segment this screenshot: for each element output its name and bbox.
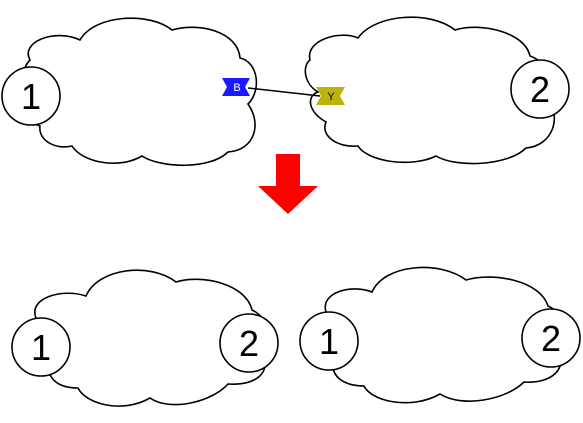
node-circle <box>510 59 570 119</box>
down-arrow-icon <box>258 154 318 214</box>
node-circle <box>521 308 581 368</box>
top-left-cloud-group: 1 <box>1 17 258 167</box>
node-label: 2 <box>541 318 561 359</box>
node-circle <box>219 313 279 373</box>
node-circle <box>1 66 61 126</box>
top-left-cloud <box>21 17 258 167</box>
node-circle <box>299 311 359 371</box>
tag-b-label: B <box>233 82 240 94</box>
node-label: 1 <box>319 321 339 362</box>
tag-y-shape <box>316 87 345 105</box>
node-circle <box>11 317 71 377</box>
tag-y-label: Y <box>327 91 335 103</box>
top-right-cloud <box>304 16 556 165</box>
tag-b-shape <box>222 78 250 96</box>
node-label: 2 <box>239 323 259 364</box>
node-label: 2 <box>530 69 550 110</box>
node-label: 1 <box>31 327 51 368</box>
bottom-right-cloud-group: 1 2 <box>299 266 581 404</box>
top-right-cloud-group: 2 <box>304 16 570 165</box>
bottom-left-cloud-group: 1 2 <box>11 269 279 407</box>
link-line <box>247 87 321 97</box>
link-group: B Y <box>222 78 345 105</box>
node-label: 1 <box>21 76 41 117</box>
